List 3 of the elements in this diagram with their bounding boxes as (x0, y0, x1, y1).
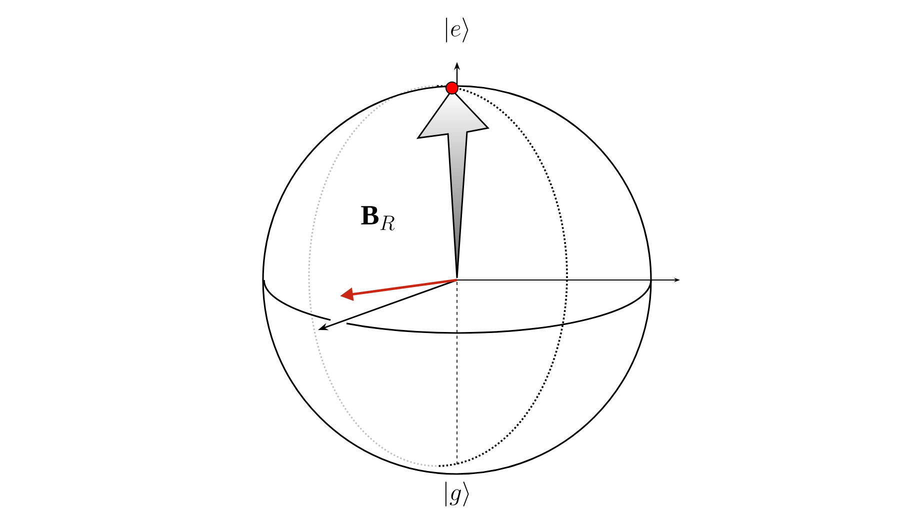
vector-label: $\mathbf{B}_R$ (361, 206, 395, 230)
state-label: $|e\rangle$ (446, 18, 468, 42)
state-label: $|g\rangle$ (445, 482, 469, 506)
